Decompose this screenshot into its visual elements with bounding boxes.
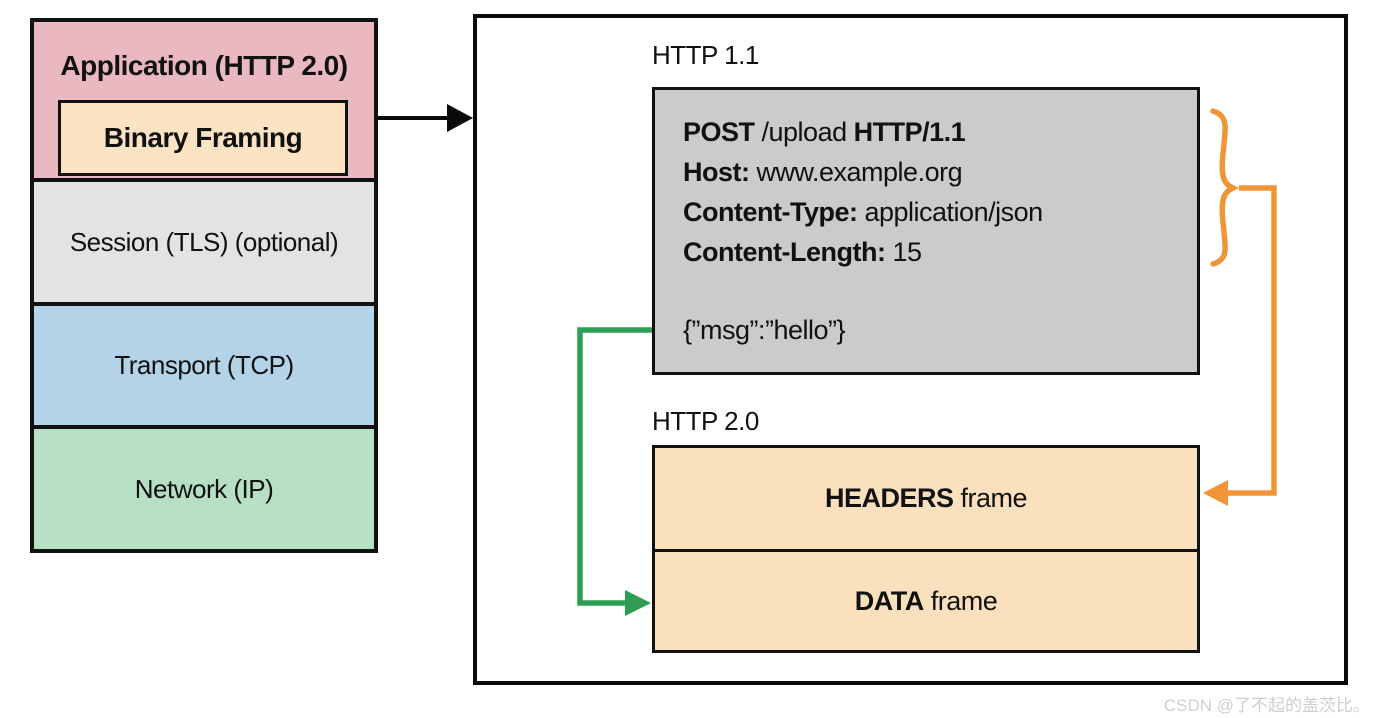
header-content-type-name: Content-Type: [683, 197, 858, 227]
network-label: Network (IP) [134, 473, 274, 504]
header-content-length-name: Content-Length: [683, 237, 886, 267]
arrowhead-right-icon [447, 104, 473, 132]
binary-framing-label: Binary Framing [103, 122, 303, 153]
request-line: POST /upload HTTP/1.1 [683, 112, 1187, 152]
layer-session: Session (TLS) (optional) [30, 178, 378, 306]
data-frame-label: DATA frame [854, 585, 998, 616]
header-host-name: Host: [683, 157, 750, 187]
request-method: POST [683, 117, 755, 147]
http11-label: HTTP 1.1 [652, 40, 759, 70]
header-host: Host: www.example.org [683, 152, 1187, 192]
protocol-stack: Application (HTTP 2.0) Binary Framing Se… [30, 18, 378, 553]
request-version: HTTP/1.1 [853, 117, 966, 147]
header-content-type: Content-Type: application/json [683, 192, 1187, 232]
binary-framing-box: Binary Framing [58, 100, 348, 176]
stack-to-detail-arrow [378, 104, 473, 132]
headers-frame: HEADERS frame [652, 445, 1200, 552]
http20-label: HTTP 2.0 [652, 406, 759, 436]
header-content-length-value: 15 [885, 237, 922, 267]
layer-network: Network (IP) [30, 425, 378, 553]
header-host-value: www.example.org [749, 157, 963, 187]
layer-transport: Transport (TCP) [30, 302, 378, 429]
header-content-length: Content-Length: 15 [683, 232, 1187, 272]
request-body: {”msg”:”hello”} [683, 315, 846, 345]
session-label: Session (TLS) (optional) [69, 226, 339, 257]
request-target: /upload [754, 117, 854, 147]
http11-request-box: POST /upload HTTP/1.1 Host: www.example.… [652, 87, 1200, 375]
transport-label: Transport (TCP) [114, 350, 294, 380]
http20-frames-box: HEADERS frame DATA frame [652, 445, 1200, 653]
layer-application: Application (HTTP 2.0) Binary Framing [30, 18, 378, 182]
data-frame: DATA frame [652, 549, 1200, 653]
application-label: Application (HTTP 2.0) [60, 50, 348, 81]
headers-frame-label: HEADERS frame [824, 483, 1028, 513]
watermark: CSDN @了不起的盖茨比。 [1163, 696, 1370, 715]
header-content-type-value: application/json [857, 197, 1043, 227]
